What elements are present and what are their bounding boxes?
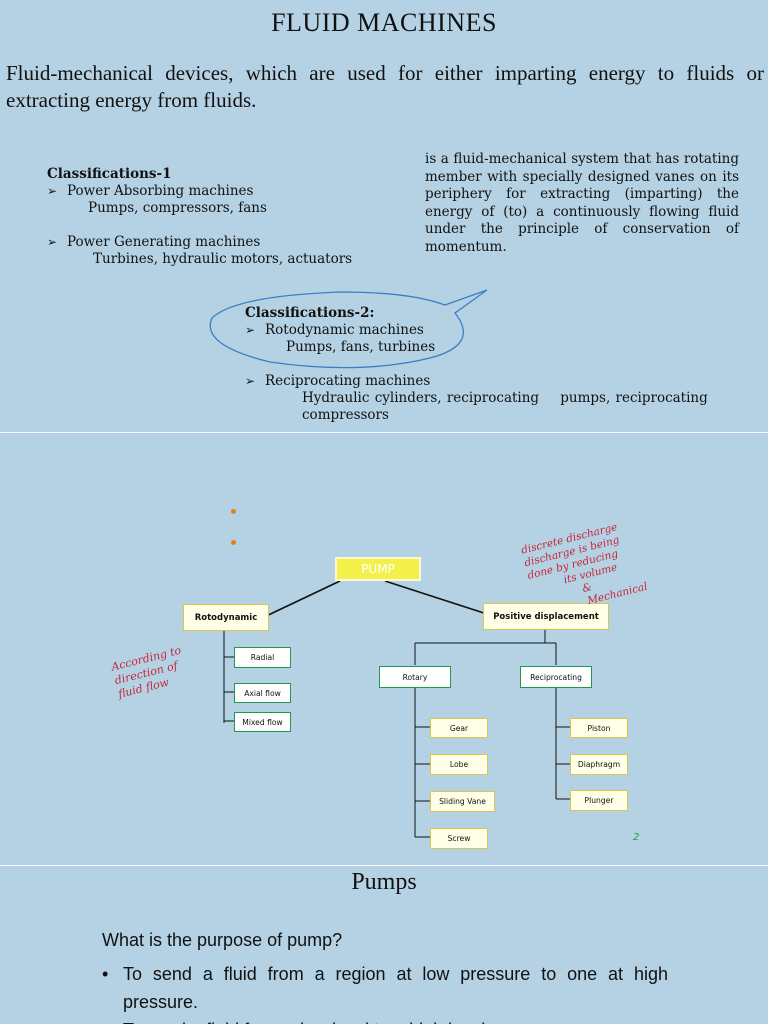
slide-title: Pumps (351, 869, 417, 895)
rotodynamic-node: Rotodynamic (183, 604, 269, 631)
tree-connectors (223, 580, 570, 838)
radial-node: Radial (234, 647, 291, 668)
diaphragm-node: Diaphragm (570, 754, 628, 775)
sliding-vane-node: Sliding Vane (430, 791, 495, 812)
intro-paragraph: Fluid-mechanical devices, which are used… (6, 61, 764, 112)
classifications-1-heading: Classifications-1 (47, 166, 172, 182)
classifications-2: Classifications-2: Rotodynamic machines … (245, 305, 735, 424)
slide-pumps: Pumps What is the purpose of pump? To se… (0, 866, 768, 1024)
classification-examples: Turbines, hydraulic motors, actuators (93, 251, 353, 267)
classification-item: Reciprocating machines (245, 373, 735, 390)
plunger-node: Plunger (570, 790, 628, 811)
axial-flow-node: Axial flow (234, 683, 291, 703)
classification-item: Rotodynamic machines (245, 322, 735, 339)
classification-examples: Pumps, compressors, fans (88, 200, 267, 216)
speech-bubble-callout (209, 289, 488, 369)
bullet-dot (231, 540, 236, 545)
classification-examples: Pumps, fans, turbines (286, 339, 436, 355)
classifications-2-heading: Classifications-2: (245, 305, 375, 321)
slide-fluid-machines: FLUID MACHINES Fluid-mechanical devices,… (0, 0, 768, 432)
classification-item: Power Absorbing machines (47, 183, 417, 200)
gear-node: Gear (430, 718, 488, 738)
slide-divider (0, 432, 768, 433)
slide-divider (0, 865, 768, 866)
screw-node: Screw (430, 828, 488, 849)
classification-examples: Hydraulic cylinders, reciprocating pumps… (245, 390, 735, 424)
pump-root-node: PUMP (335, 557, 421, 581)
rotary-node: Rotary (379, 666, 451, 688)
slide-title: FLUID MACHINES (271, 8, 497, 37)
list-item: To send a fluid from a low level to a hi… (102, 1016, 668, 1024)
reciprocating-examples: Hydraulic cylinders, reciprocating pumps… (302, 390, 714, 423)
positive-displacement-node: Positive displacement (483, 603, 609, 630)
piston-node: Piston (570, 718, 628, 738)
question-text: What is the purpose of pump? (102, 930, 343, 950)
mixed-flow-node: Mixed flow (234, 712, 291, 732)
slide-pump-classification: PUMP Rotodynamic Radial Axial flow Mixed… (0, 433, 768, 865)
classifications-1: Classifications-1 Power Absorbing machin… (47, 166, 417, 268)
bullet-dot (231, 509, 236, 514)
definition-paragraph: is a fluid-mechanical system that has ro… (425, 151, 739, 255)
answer-list: To send a fluid from a region at low pre… (102, 960, 668, 1024)
classification-item: Power Generating machines (47, 234, 417, 251)
lobe-node: Lobe (430, 754, 488, 775)
list-item: To send a fluid from a region at low pre… (102, 960, 668, 1016)
reciprocating-node: Reciprocating (520, 666, 592, 688)
page-number: 2 (633, 832, 640, 843)
